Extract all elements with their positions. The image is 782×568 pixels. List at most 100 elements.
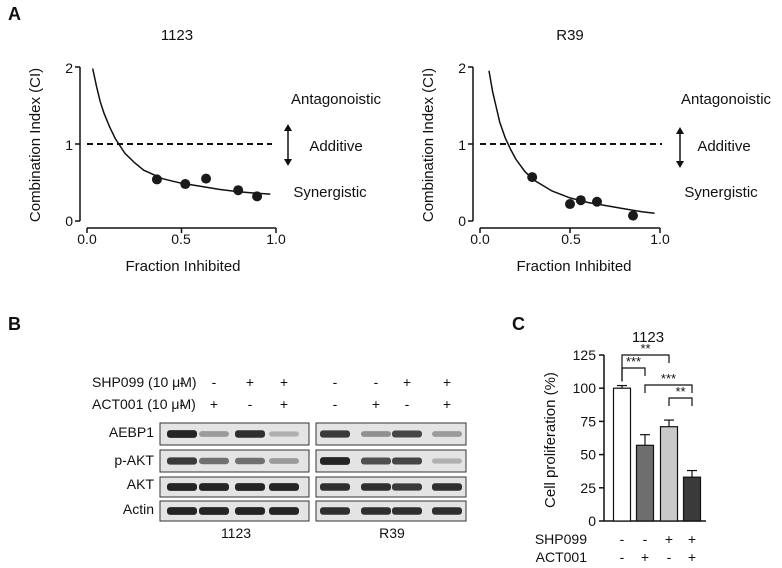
blot-band: [235, 483, 265, 491]
panel-letter-a: A: [8, 4, 21, 24]
blot-band: [199, 507, 229, 515]
blot-band: [361, 457, 391, 465]
ci-plot-r39-data-point: [565, 199, 575, 210]
blot-sign: -: [212, 374, 217, 390]
bar-treatment-sign: -: [620, 531, 625, 547]
blot-band: [432, 483, 462, 491]
blot-protein-label-pakt: p-AKT: [114, 452, 154, 468]
bar-chart-ytick-label: 50: [580, 447, 596, 463]
significance-label: ***: [661, 371, 676, 386]
ci-plot-1123-fit-curve: [91, 68, 271, 195]
western-blot-panel: SHP099 (10 μM) ACT001 (10 μM) AEBP1 p-AK…: [92, 374, 467, 541]
proliferation-bar-chart: 1123 Cell proliferation (%) SHP099 ACT00…: [535, 329, 706, 565]
bar-treatment-sign: -: [620, 549, 625, 565]
blot-band: [167, 430, 197, 438]
blot-sign: +: [443, 374, 451, 390]
blot-band: [320, 457, 350, 465]
blot-protein-label-actin: Actin: [123, 501, 154, 517]
blot-sign: -: [333, 374, 338, 390]
blot-sign: -: [180, 374, 185, 390]
ci-plot-r39-ylabel: Combination Index (CI): [420, 68, 437, 222]
blot-band: [392, 457, 422, 465]
ci-plot-1123-ylabel: Combination Index (CI): [27, 68, 44, 222]
blot-protein-label-akt: AKT: [127, 476, 155, 492]
ci-plot-r39-data-point: [575, 195, 586, 206]
blot-band: [199, 457, 229, 465]
ci-plot-r39-antagonistic-label: Antagonoistic: [681, 91, 772, 108]
ci-plot-1123-data-point: [252, 191, 263, 202]
bar-2: [635, 444, 655, 522]
ci-plot-r39-data-point: [628, 210, 638, 221]
ci-plot-1123-additive-label: Additive: [309, 138, 362, 155]
ci-plot-1123-antagonistic-label: Antagonoistic: [291, 91, 382, 108]
blot-band: [167, 507, 197, 515]
blot-membrane-1123: [159, 500, 310, 522]
blot-band: [235, 430, 265, 438]
ci-plot-r39-additive-arrow: [676, 127, 684, 168]
bar-treatment-sign: +: [665, 531, 673, 547]
bar-chart-ytick-label: 25: [580, 480, 596, 496]
ci-plot-1123-data-point: [233, 185, 244, 196]
significance-bracket: [621, 367, 646, 382]
blot-band: [361, 507, 391, 515]
ci-plot-r39-data-point: [527, 172, 538, 183]
bar-treatment-sign: +: [688, 531, 696, 547]
ci-plot-r39-title: R39: [556, 27, 584, 44]
blot-membrane-1123: [159, 422, 310, 446]
blot-cell-line-r39: R39: [379, 525, 405, 541]
ci-plot-r39-fit-curve: [488, 70, 655, 215]
blot-band: [432, 458, 462, 464]
significance-label: **: [640, 341, 650, 356]
significance-label: **: [675, 384, 685, 399]
bar-treatment-sign: -: [667, 549, 672, 565]
ci-plot-r39-xtick-1: 0.5: [561, 231, 581, 247]
blot-sign: -: [248, 396, 253, 412]
blot-band: [199, 483, 229, 491]
blot-sign: -: [374, 374, 379, 390]
blot-sign: +: [403, 374, 411, 390]
ci-plot-r39-data-point: [592, 196, 602, 207]
ci-plot-1123-data-point: [151, 174, 162, 185]
ci-plot-r39-ytick-0: 0: [458, 213, 466, 229]
bar-chart-ylabel: Cell proliferation (%): [542, 372, 559, 508]
panel-letter-b: B: [8, 314, 21, 334]
ci-plot-1123-ytick-2: 2: [65, 60, 73, 76]
blot-band: [392, 483, 422, 491]
bar-treatment-sign: +: [688, 549, 696, 565]
panel-letter-c: C: [512, 314, 525, 334]
ci-plot-r39-ytick-2: 2: [458, 60, 466, 76]
blot-membrane-1123: [159, 449, 310, 473]
bar-chart-ytick-label: 75: [580, 413, 596, 429]
ci-plot-1123: 1123 Combination Index (CI) Fraction Inh…: [27, 27, 382, 275]
blot-band: [432, 431, 462, 437]
blot-sign: +: [280, 374, 288, 390]
ci-plot-1123-xtick-2: 1.0: [266, 231, 286, 247]
ci-plot-1123-ytick-1: 1: [65, 137, 73, 153]
blot-sign: +: [372, 396, 380, 412]
blot-band: [392, 507, 422, 515]
blot-band: [167, 483, 197, 491]
ci-plot-r39: R39 Combination Index (CI) Fraction Inhi…: [420, 27, 772, 275]
ci-plot-1123-xtick-0: 0.0: [77, 231, 97, 247]
blot-band: [320, 483, 350, 491]
blot-band: [269, 458, 299, 464]
blot-sign: +: [443, 396, 451, 412]
blot-protein-label-aebp1: AEBP1: [109, 424, 154, 440]
bar-4: [682, 476, 702, 522]
ci-plot-1123-data-point: [201, 173, 212, 184]
blot-band: [361, 431, 391, 437]
ci-plot-r39-xlabel: Fraction Inhibited: [516, 258, 631, 275]
bar-treatment-sign: +: [641, 549, 649, 565]
blot-membrane-1123: [159, 476, 310, 498]
bar-3: [659, 426, 679, 522]
bar-chart-ytick-label: 100: [573, 380, 597, 396]
blot-band: [320, 430, 350, 438]
blot-band: [269, 507, 299, 515]
significance-bracket: [668, 397, 693, 406]
blot-band: [199, 431, 229, 437]
blot-sign: -: [180, 396, 185, 412]
blot-band: [392, 430, 422, 438]
blot-band: [269, 483, 299, 491]
ci-plot-1123-data-point: [180, 179, 191, 190]
